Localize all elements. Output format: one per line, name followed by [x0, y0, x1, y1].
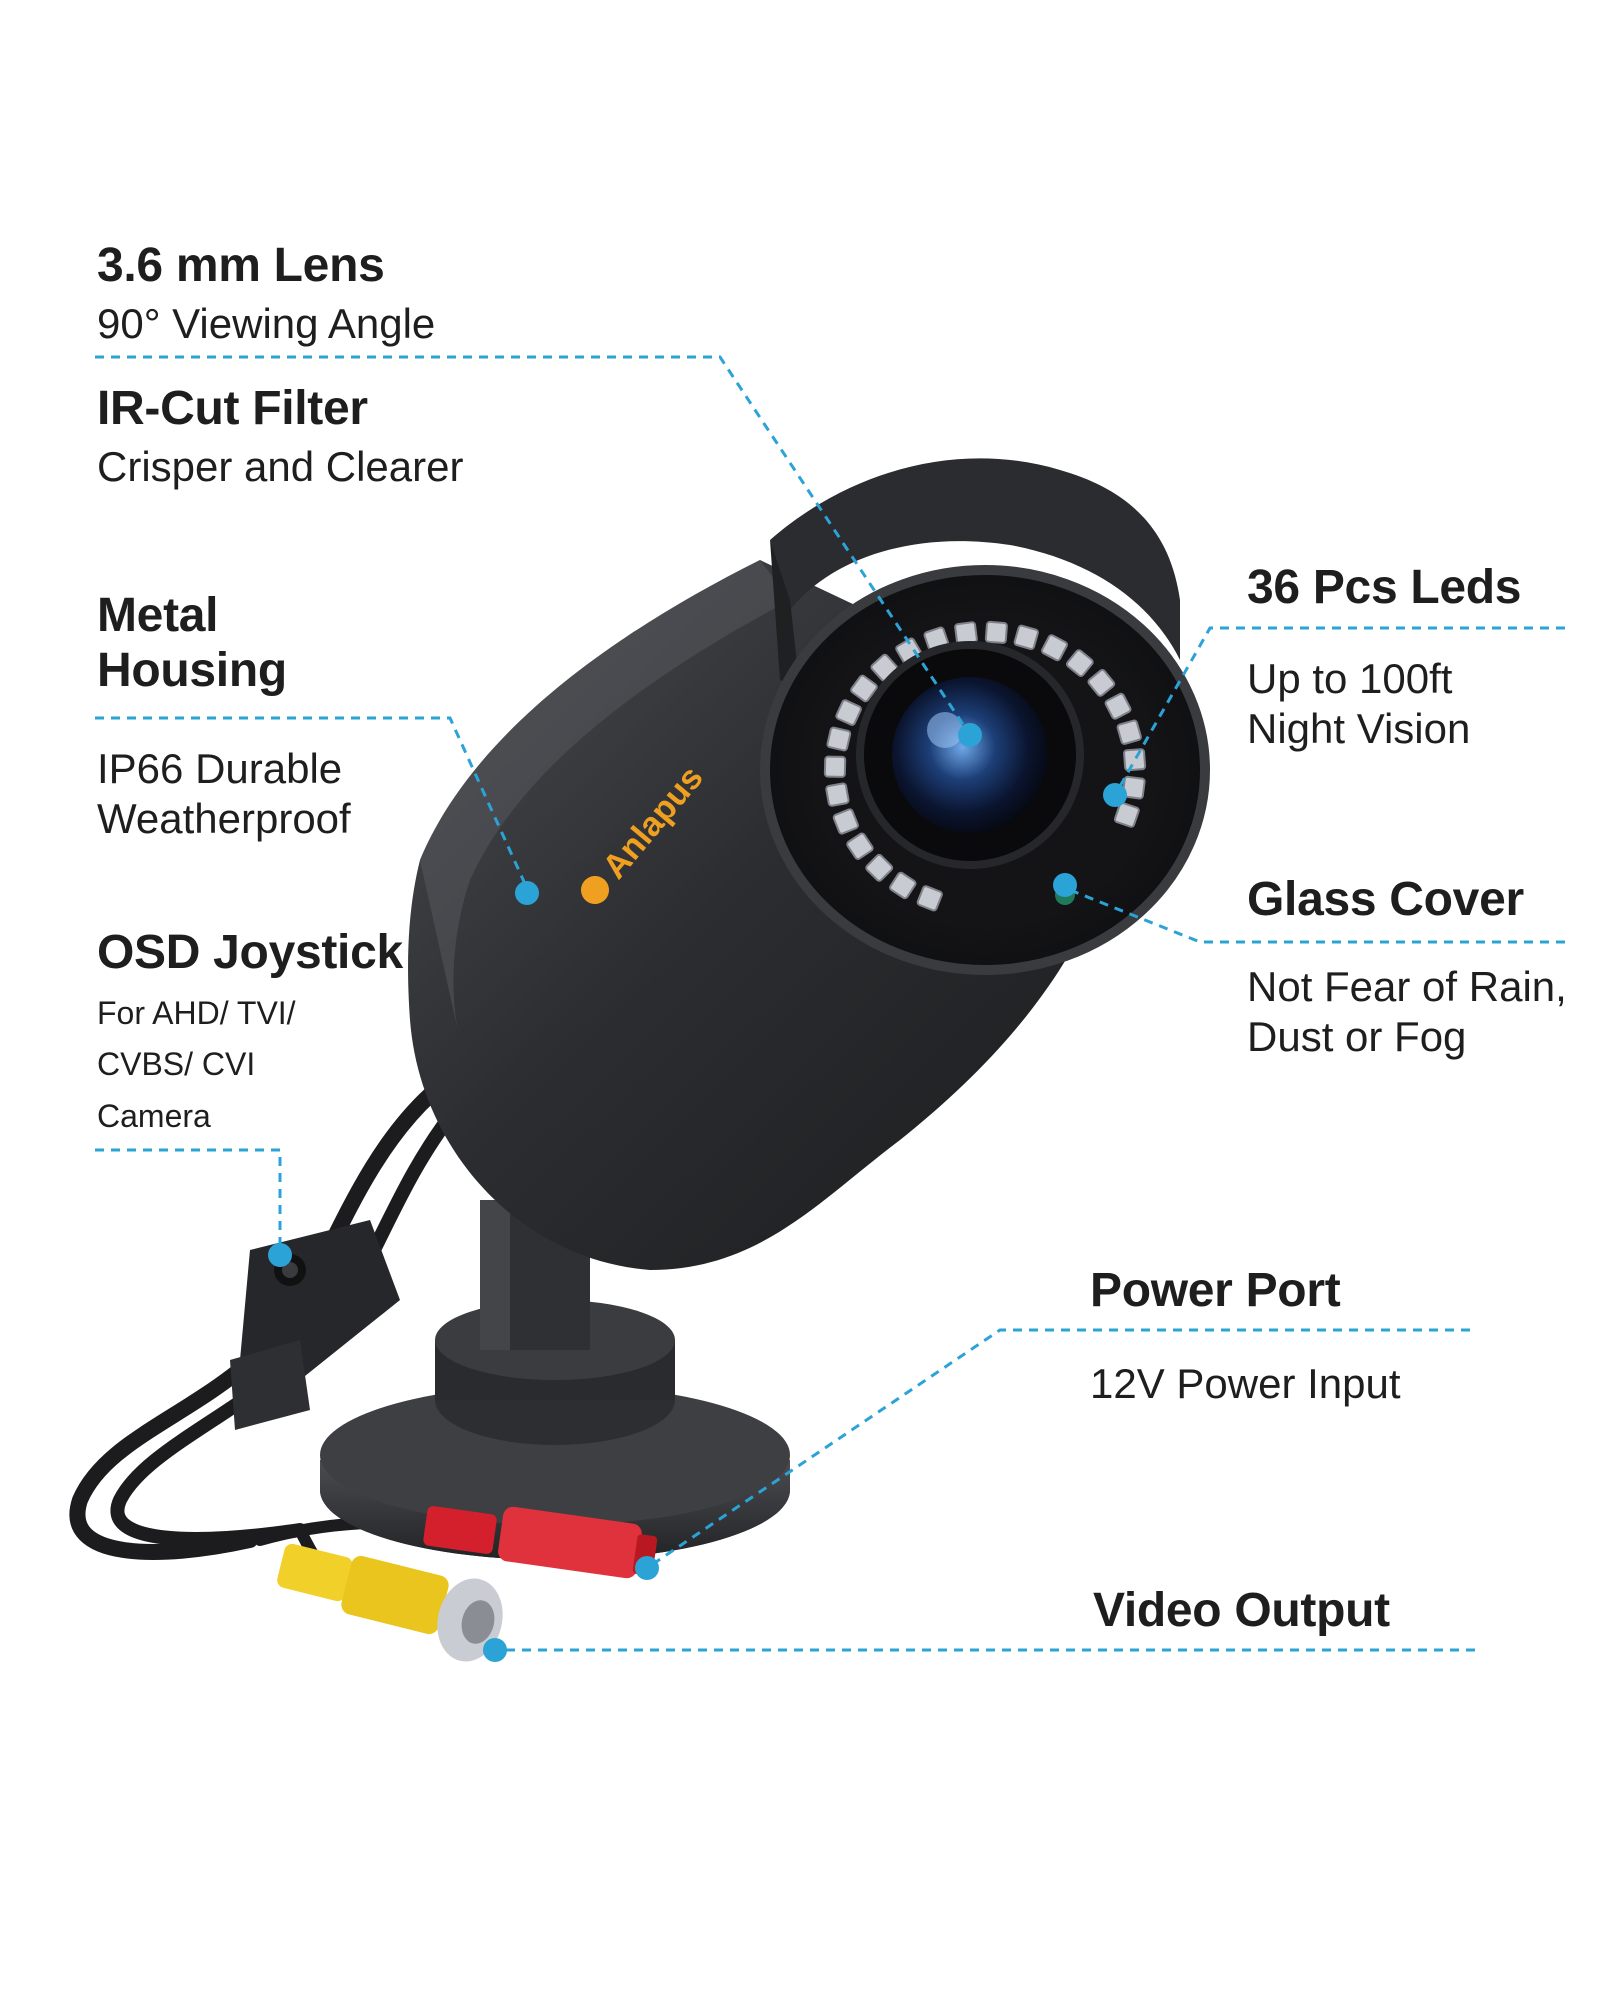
ir-led	[1013, 624, 1039, 650]
feature-power-title: Power Port	[1090, 1264, 1341, 1317]
feature-ircut-desc: Crisper and Clearer	[97, 443, 464, 491]
feature-lens-desc: 90° Viewing Angle	[97, 300, 436, 348]
ir-led	[1041, 634, 1068, 662]
ir-led	[846, 832, 874, 860]
feature-ircut: IR-Cut Filter Crisper and Clearer	[97, 381, 463, 492]
ir-led	[916, 885, 943, 912]
feature-housing-desc-2: Weatherproof	[97, 794, 351, 842]
ir-led-ring	[823, 620, 1147, 912]
ir-led	[850, 674, 878, 703]
camera-body	[408, 458, 1210, 1270]
feature-leds-desc-2: Night Vision	[1247, 704, 1471, 752]
feature-video-title: Video Output	[1093, 1584, 1390, 1637]
feature-power-desc-1: 12V Power Input	[1090, 1360, 1401, 1407]
feature-joystick-title: OSD Joystick	[97, 926, 403, 979]
ir-led	[1113, 801, 1140, 828]
ir-led	[826, 726, 852, 752]
feature-lens: 3.6 mm Lens 90° Viewing Angle	[97, 238, 435, 349]
feature-ircut-title: IR-Cut Filter	[97, 382, 368, 435]
feature-housing-title-2: Housing	[97, 644, 287, 698]
feature-joystick-desc-3: Camera	[97, 1097, 211, 1134]
feature-housing-desc-1: IP66 Durable	[97, 745, 343, 792]
ir-led	[1123, 748, 1147, 772]
ir-led	[1087, 669, 1116, 697]
feature-joystick-desc-1: For AHD/ TVI/	[97, 995, 296, 1032]
feature-joystick-desc-2: CVBS/ CVI	[97, 1046, 256, 1083]
callout-dots	[268, 723, 1127, 1662]
ir-led	[984, 620, 1008, 644]
ir-led	[825, 782, 850, 807]
feature-glass-desc-2: Dust or Fog	[1247, 1012, 1467, 1060]
feature-lens-title: 3.6 mm Lens	[97, 239, 385, 292]
osd-joystick-box	[230, 1220, 400, 1430]
callout-lines	[95, 355, 1565, 1652]
feature-power: Power Port	[1090, 1263, 1341, 1318]
feature-leds: 36 Pcs Leds	[1247, 560, 1522, 615]
feature-leds-desc-1: Up to 100ft	[1247, 655, 1453, 702]
feature-glass-desc-1: Not Fear of Rain,	[1247, 963, 1567, 1010]
video-connector	[277, 1543, 503, 1662]
feature-power-desc: 12V Power Input	[1090, 1353, 1401, 1409]
feature-glass-title: Glass Cover	[1247, 873, 1524, 926]
ir-led	[954, 621, 978, 645]
ir-led	[1116, 719, 1142, 745]
power-connector	[423, 1506, 658, 1579]
feature-leds-title: 36 Pcs Leds	[1247, 561, 1522, 614]
ir-led	[1104, 692, 1132, 720]
ir-led	[823, 755, 847, 778]
ir-led	[835, 699, 862, 726]
ir-led	[865, 853, 894, 882]
feature-glass: Glass Cover	[1247, 872, 1524, 927]
feature-joystick: OSD Joystick For AHD/ TVI/ CVBS/ CVI Cam…	[97, 925, 403, 1142]
ir-led	[1121, 775, 1146, 800]
feature-glass-desc: Not Fear of Rain, Dust or Fog	[1247, 956, 1567, 1061]
feature-video: Video Output	[1093, 1583, 1390, 1638]
feature-housing-desc: IP66 Durable Weatherproof	[97, 738, 351, 843]
feature-housing-title-1: Metal	[97, 589, 219, 642]
feature-housing: Metal Housing	[97, 588, 287, 698]
ir-led	[1066, 649, 1094, 677]
feature-leds-desc: Up to 100ft Night Vision	[1247, 648, 1470, 753]
ir-led	[889, 871, 917, 900]
ir-led	[832, 808, 859, 835]
camera-lens	[856, 641, 1084, 905]
